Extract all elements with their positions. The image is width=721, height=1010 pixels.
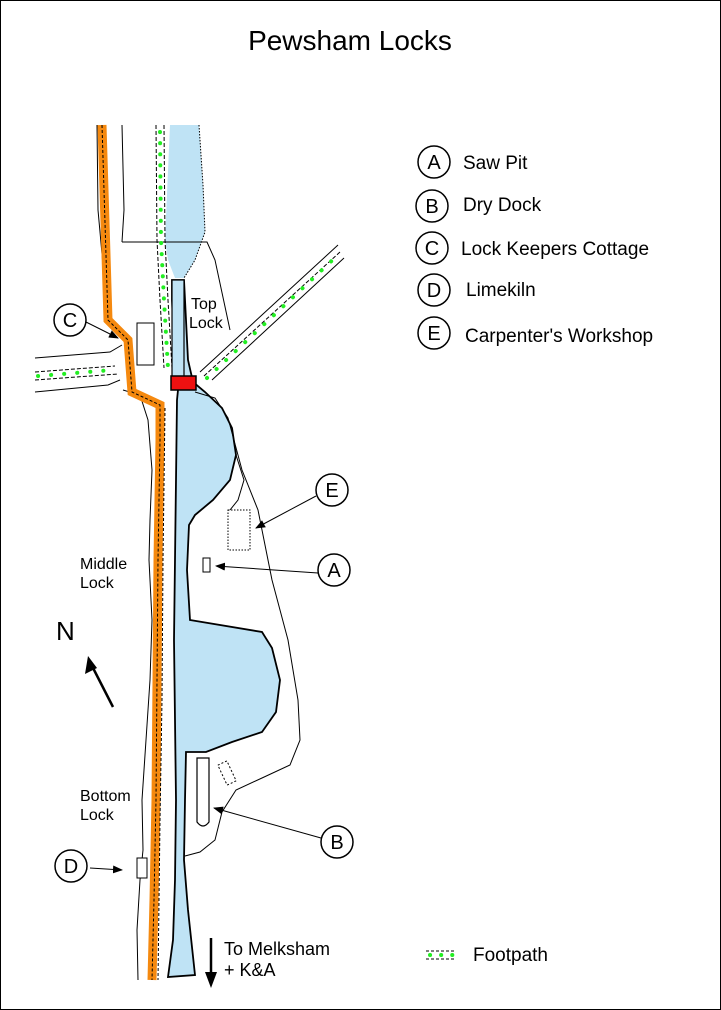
- svg-text:D: D: [427, 280, 441, 302]
- svg-text:B: B: [330, 832, 343, 854]
- svg-text:Dry Dock: Dry Dock: [463, 195, 542, 216]
- svg-text:C: C: [425, 238, 439, 260]
- top-pond: [165, 125, 205, 278]
- callout-b: B: [213, 806, 354, 859]
- footpath-northeast: [199, 244, 345, 381]
- legend-item-a: A Saw Pit: [417, 145, 528, 179]
- legend-item-b: B Dry Dock: [415, 189, 542, 223]
- svg-text:E: E: [325, 480, 338, 502]
- west-bank: [122, 389, 153, 981]
- svg-text:Limekiln: Limekiln: [466, 280, 536, 301]
- legend-item-c: C Lock Keepers Cottage: [415, 231, 649, 265]
- cottage-building: [136, 322, 155, 366]
- middle-lock-label-2: Lock: [80, 575, 115, 592]
- road: [97, 124, 165, 981]
- bottom-lock-label-2: Lock: [80, 807, 115, 824]
- limekiln: [136, 857, 148, 879]
- map-title: Pewsham Locks: [248, 25, 452, 56]
- svg-text:D: D: [64, 856, 78, 878]
- saw-pit: [202, 557, 211, 573]
- callout-a: A: [215, 553, 351, 587]
- legend-item-e: E Carpenter's Workshop: [417, 316, 653, 350]
- top-lock-label-1: Top: [191, 296, 217, 313]
- svg-text:C: C: [63, 310, 77, 332]
- top-lock-chamber: [171, 279, 185, 381]
- legend-footpath: Footpath: [426, 945, 548, 966]
- bottom-lock-label-1: Bottom: [80, 788, 131, 805]
- top-lock-label-2: Lock: [189, 315, 224, 332]
- footpath-west: [34, 365, 119, 381]
- footpath-north: [155, 124, 173, 370]
- bridge: [170, 375, 197, 391]
- destination-line-2: + K&A: [224, 960, 276, 980]
- destination-line-1: To Melksham: [224, 939, 330, 959]
- west-road: [34, 344, 123, 393]
- middle-lock-label-1: Middle: [80, 556, 127, 573]
- dry-dock: [196, 757, 210, 827]
- svg-text:Saw Pit: Saw Pit: [463, 153, 528, 174]
- north-arrow: [89, 663, 115, 708]
- legend-item-d: D Limekiln: [417, 273, 536, 307]
- svg-text:Carpenter's Workshop: Carpenter's Workshop: [465, 326, 653, 347]
- east-bank: [184, 391, 301, 857]
- north-label: N: [56, 616, 75, 646]
- svg-text:A: A: [427, 152, 441, 174]
- callout-d: D: [54, 849, 123, 883]
- svg-text:A: A: [327, 560, 341, 582]
- carpenters-workshop: [227, 509, 251, 551]
- legend-footpath-label: Footpath: [473, 945, 548, 966]
- svg-text:E: E: [427, 323, 440, 345]
- callout-c: C: [53, 303, 119, 339]
- svg-text:Lock Keepers Cottage: Lock Keepers Cottage: [461, 239, 649, 260]
- svg-text:B: B: [425, 196, 438, 218]
- callout-e: E: [255, 473, 349, 529]
- legend: A Saw Pit B Dry Dock C Lock Keepers Cott…: [415, 145, 653, 966]
